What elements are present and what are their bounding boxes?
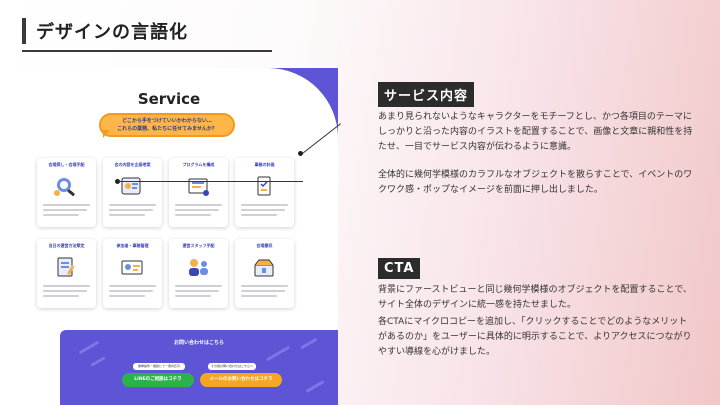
card-title: 当日の運営方法策定 [48,243,85,248]
cta-heading-label: CTA [378,258,421,279]
bubble-line-2: これらの業務、私たちに任せてみませんか？ [117,126,217,132]
card-text-line [175,295,211,297]
card-title: 参加者・事務管理 [116,243,149,248]
staff-icon [189,259,208,276]
card-text-line [241,295,277,297]
connector-dot [298,151,303,156]
title-underline [22,50,272,52]
service-card[interactable]: 参加者・事務管理 [103,239,162,308]
service-heading: サービス内容 [378,82,475,107]
card-text-line [241,214,277,216]
mail-cta-button[interactable]: メールのお問い合わせはコチラ [200,373,282,387]
service-card-grid: 会場探し・会場手配 会の内容を企画考案 プログラムを構成 [37,158,294,308]
card-text-line [109,214,145,216]
card-title: 会場撤収 [256,243,273,248]
card-text-line [175,214,211,216]
slide-title: デザインの言語化 [36,22,188,43]
connector-line [118,181,303,182]
card-text-line [241,209,285,211]
card-text-line [241,204,288,206]
card-title: 会場探し・会場手配 [48,162,85,167]
service-card[interactable]: 当日の運営方法策定 [37,239,96,308]
decor-stroke [305,380,325,393]
card-title: 事務の計画 [254,162,275,167]
service-card[interactable]: 会の内容を企画考案 [103,158,162,227]
operation-icon [57,257,75,277]
line-microcopy: 簡単操作・相談にて一者対応可 [133,363,185,370]
service-card[interactable]: 運営スタッフ手配 [169,239,228,308]
card-text-line [43,285,90,287]
decor-stroke [265,345,291,362]
cta-description-2: 各CTAにマイクロコピーを追加し、「クリックすることでどのようなメリットがあるの… [378,317,692,357]
service-description-2: 全体的に幾何学模様のカラフルなオブジェクトを散らすことで、イベントのワクワク感・… [378,170,693,195]
service-card[interactable]: 会場撤収 [235,239,294,308]
venue-search-icon [54,178,75,197]
card-text-line [109,209,153,211]
connector-dot [115,179,120,184]
title-accent-bar [22,18,26,44]
website-mockup: Service どこから手をつけていいかわからない… これらの業務、私たちに任せ… [0,68,338,405]
cta-section: お問い合わせはこちら 簡単操作・相談にて一者対応可 その他の問い合わせはこちらへ… [60,330,338,405]
card-text-line [241,285,288,287]
card-title: 会の内容を企画考案 [114,162,151,167]
participant-icon [121,260,143,275]
card-text-line [109,295,145,297]
slide-title-group: デザインの言語化 [22,18,188,44]
mail-microcopy: その他の問い合わせはこちらへ [208,363,256,370]
card-text-line [43,209,87,211]
decor-stroke [90,356,106,367]
speech-bubble-tail [103,130,110,138]
card-text-line [109,290,153,292]
cta-heading: お問い合わせはこちら [173,340,224,346]
cta-description-1: 背景にファーストビューと同じ幾何学模様のオブジェクトを配置することで、サイト全体… [378,285,692,310]
card-text-line [175,209,219,211]
card-text-line [43,295,79,297]
office-plan-icon [257,176,271,196]
speech-bubble: どこから手をつけていいかわからない… これらの業務、私たちに任せてみませんか？ [99,113,235,137]
teardown-icon [254,259,274,277]
bubble-line-1: どこから手をつけていいかわからない… [122,118,212,124]
planning-icon [121,177,141,195]
service-description-1: あまり見られないようなキャラクターをモチーフとし、かつ各項目のテーマにしっかりと… [378,112,693,152]
service-card[interactable]: 会場探し・会場手配 [37,158,96,227]
service-section-title: Service [137,90,201,108]
card-text-line [43,290,87,292]
card-text-line [175,290,219,292]
card-title: プログラムを構成 [182,162,215,167]
card-text-line [175,285,222,287]
card-text-line [241,290,285,292]
card-text-line [109,204,156,206]
line-cta-button[interactable]: LINEのご相談はコチラ [122,373,194,387]
card-text-line [175,204,222,206]
program-icon [188,178,209,196]
service-card[interactable]: プログラムを構成 [169,158,228,227]
service-card[interactable]: 事務の計画 [235,158,294,227]
card-text-line [43,214,79,216]
card-text-line [109,285,156,287]
card-title: 運営スタッフ手配 [182,243,215,248]
card-text-line [43,204,90,206]
